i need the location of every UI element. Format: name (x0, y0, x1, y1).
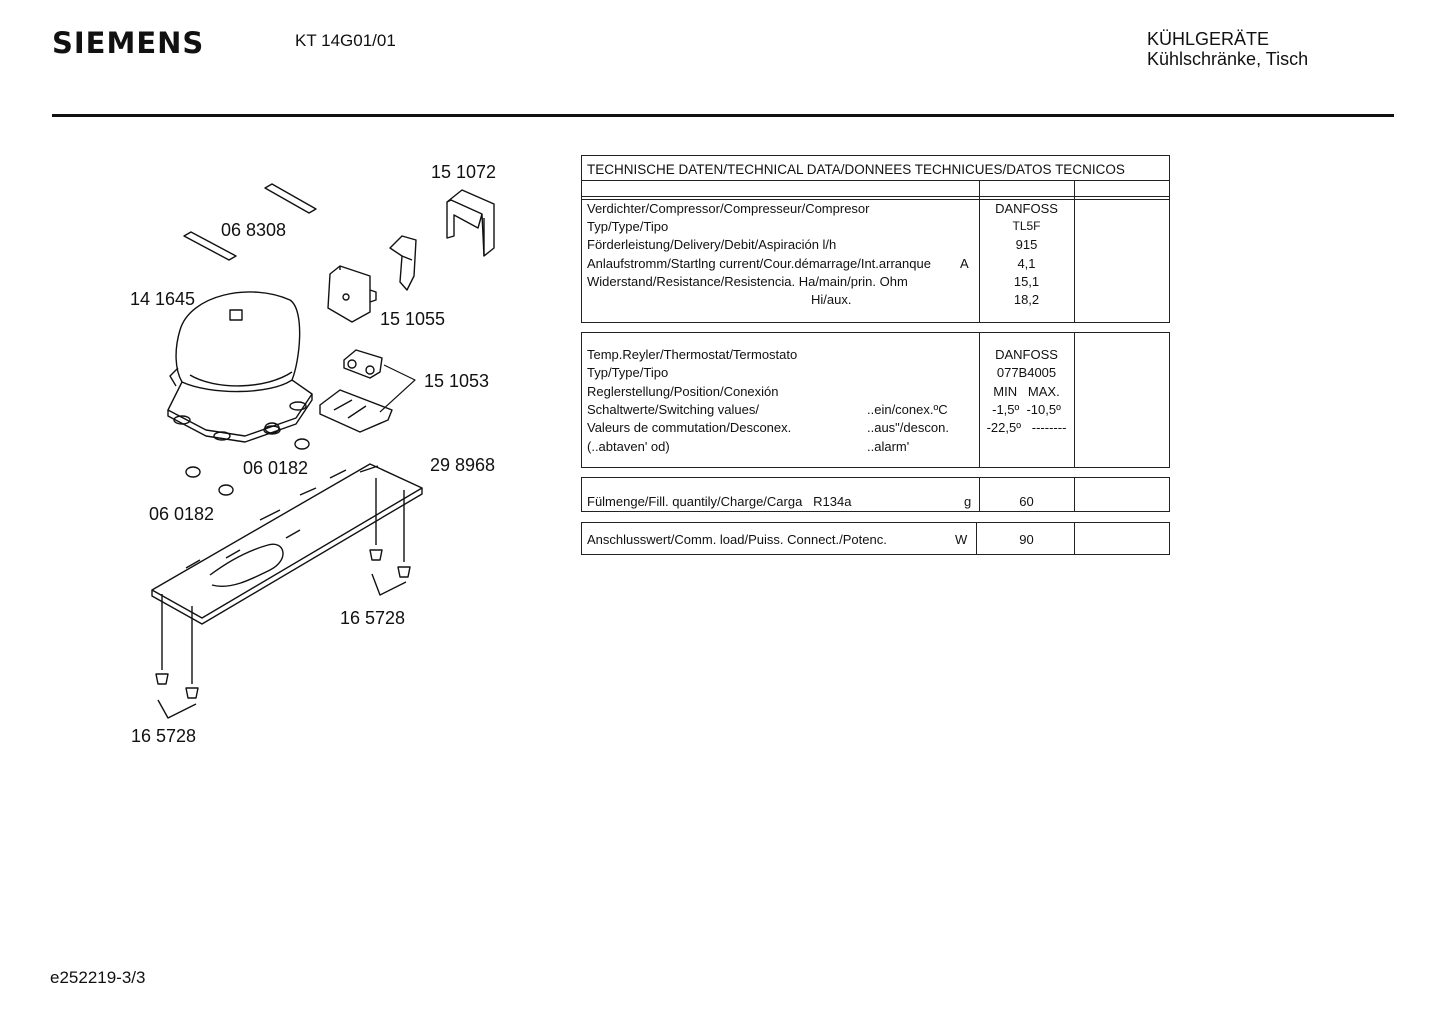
part-label-141645: 14 1645 (130, 289, 196, 309)
relay-box-part (327, 265, 377, 323)
brand-logo: SIEMENS (52, 26, 205, 60)
header-rule (52, 114, 1394, 117)
screw-part (155, 594, 199, 719)
tech-data-load-table: Anschlusswert/Comm. load/Puiss. Connect.… (581, 522, 1170, 555)
part-label-068308: 06 8308 (221, 220, 287, 240)
screw-part (369, 478, 411, 596)
part-label-298968: 29 8968 (430, 455, 496, 475)
grommet-part (185, 422, 310, 496)
spec-condition: ..aus"/descon. (867, 420, 949, 435)
spec-label: Valeurs de commutation/Desconex. (587, 420, 792, 435)
spec-label: Typ/Type/Tipo (587, 219, 669, 234)
spec-value: DANFOSS (995, 347, 1058, 362)
spec-label: Typ/Type/Tipo (587, 365, 669, 380)
part-label-151072: 15 1072 (431, 162, 497, 182)
spec-value: 915 (1015, 237, 1038, 252)
spec-label: Hi/aux. (811, 292, 852, 307)
spec-label: Verdichter/Compressor/Compresseur/Compre… (587, 201, 870, 216)
parts-diagram (151, 183, 495, 719)
spec-value: 4,1 (1017, 256, 1036, 271)
part-label-165728-b: 16 5728 (131, 726, 197, 746)
spec-value: 18,2 (1013, 292, 1040, 307)
spec-value: MIN MAX. (993, 384, 1060, 399)
spec-label: Reglerstellung/Position/Conexión (587, 384, 779, 399)
spec-label: (..abtaven' od) (587, 439, 670, 454)
gasket-strip-part (183, 183, 317, 261)
spec-unit: g (964, 494, 972, 509)
spec-label: Anlaufstromm/Startlng current/Cour.démar… (587, 256, 931, 271)
tech-data-compressor-table: TECHNISCHE DATEN/TECHNICAL DATA/DONNEES … (581, 155, 1170, 323)
spec-label: Anschlusswert/Comm. load/Puiss. Connect.… (587, 532, 887, 547)
spec-unit: W (955, 532, 968, 547)
tech-data-title: TECHNISCHE DATEN/TECHNICAL DATA/DONNEES … (587, 162, 1125, 177)
spec-label: Temp.Reyler/Thermostat/Termostato (587, 347, 798, 362)
tech-data-thermostat-table: Temp.Reyler/Thermostat/Termostato DANFOSS… (581, 332, 1170, 468)
spec-label: Widerstand/Resistance/Resistencia. Ha/ma… (587, 274, 908, 289)
spec-value: 60 (1019, 494, 1034, 509)
part-label-060182-a: 06 0182 (243, 458, 309, 478)
spec-value: 077B4005 (996, 365, 1057, 380)
part-label-151053: 15 1053 (424, 371, 490, 391)
spec-label: Förderleistung/Delivery/Debit/Aspiración… (587, 237, 837, 252)
part-label-060182-b: 06 0182 (149, 504, 215, 524)
spec-value: 15,1 (1013, 274, 1040, 289)
compressor-part (167, 291, 313, 443)
part-label-165728-a: 16 5728 (340, 608, 406, 628)
relay-clip-part (389, 235, 417, 291)
spec-label: Schaltwerte/Switching values/ (587, 402, 759, 417)
document-id: e252219-3/3 (50, 968, 146, 987)
category-title: KÜHLGERÄTE (1147, 29, 1270, 49)
model-number: KT 14G01/01 (295, 31, 396, 50)
spec-label: Fülmenge/Fill. quantily/Charge/Carga R13… (587, 494, 852, 509)
tech-data-charge-table: Fülmenge/Fill. quantily/Charge/Carga R13… (581, 477, 1170, 512)
spec-condition: ..ein/conex.ºC (867, 402, 948, 417)
spec-value: 90 (1019, 532, 1034, 547)
thermostat-part (319, 349, 393, 433)
spec-unit: A (960, 256, 969, 271)
spec-value: DANFOSS (995, 201, 1058, 216)
base-plate-part (151, 463, 423, 625)
spec-condition: ..alarm' (867, 439, 910, 454)
spec-value: TL5F (1012, 219, 1041, 233)
terminal-cover-part (446, 189, 495, 257)
spec-value: -22,5º -------- (986, 420, 1067, 435)
spec-value: -1,5º -10,5º (992, 402, 1061, 417)
part-label-151055: 15 1055 (380, 309, 446, 329)
subcategory-title: Kühlschränke, Tisch (1147, 49, 1309, 69)
